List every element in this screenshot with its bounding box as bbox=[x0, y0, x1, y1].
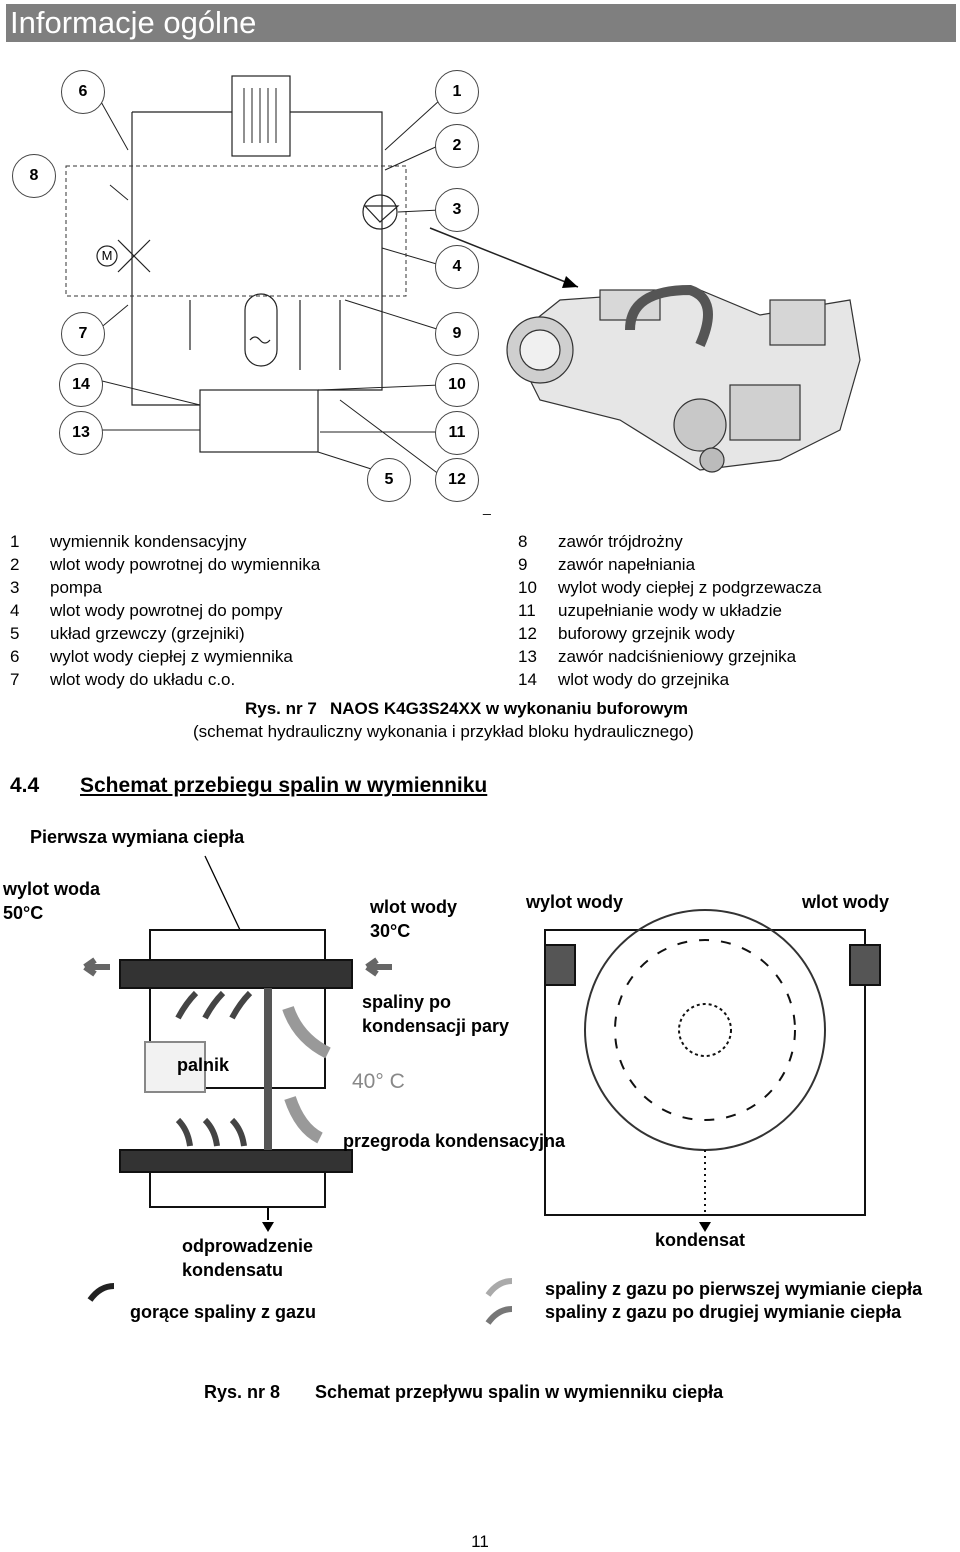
drain-label-line1: odprowadzenie bbox=[182, 1236, 314, 1256]
first-exchange-label: Pierwsza wymiana ciepła bbox=[30, 827, 245, 847]
callout-11: 11 bbox=[435, 411, 479, 455]
exhaust-diagram bbox=[83, 855, 881, 1325]
callout-5: 5 bbox=[367, 458, 411, 502]
outlet-50-label-line2: 50°C bbox=[3, 903, 44, 923]
condensate-label: kondensat bbox=[655, 1230, 746, 1250]
callout-1: 1 bbox=[435, 70, 479, 114]
figure-ref: Rys. nr 8 bbox=[204, 1382, 281, 1402]
flue-label-line2: kondensacji pary bbox=[362, 1016, 510, 1036]
hydraulic-schematic: _ bbox=[65, 75, 861, 515]
baffle-label: przegroda kondensacyjna bbox=[343, 1131, 566, 1151]
svg-text:_: _ bbox=[482, 499, 491, 515]
after-first-label: spaliny z gazu po pierwszej wymianie cie… bbox=[545, 1279, 923, 1299]
page-number: 11 bbox=[471, 1532, 489, 1551]
figure-title: Schemat przepływu spalin w wymienniku ci… bbox=[315, 1382, 724, 1402]
callout-3: 3 bbox=[435, 188, 479, 232]
page-header: Informacje ogólne bbox=[6, 4, 956, 42]
hydraulic-block-photo bbox=[506, 284, 861, 473]
figure-ref: Rys. nr 7 bbox=[245, 699, 317, 718]
callout-4: 4 bbox=[435, 245, 479, 289]
hot-gas-label: gorące spaliny z gazu bbox=[130, 1302, 317, 1322]
callout-14: 14 bbox=[59, 363, 103, 407]
flue-label-line1: spaliny po bbox=[362, 992, 452, 1012]
callout-7: 7 bbox=[61, 312, 105, 356]
callout-2: 2 bbox=[435, 124, 479, 168]
callout-13: 13 bbox=[59, 411, 103, 455]
callout-8: 8 bbox=[12, 154, 56, 198]
outlet-50-label-line1: wylot woda bbox=[3, 879, 101, 899]
inlet-30-label-line2: 30°C bbox=[370, 921, 411, 941]
after-second-label: spaliny z gazu po drugiej wymianie ciepł… bbox=[545, 1302, 902, 1322]
figure-subtitle: (schemat hydrauliczny wykonania i przykł… bbox=[193, 722, 694, 741]
callout-9: 9 bbox=[435, 312, 479, 356]
temp-40-label: 40° C bbox=[352, 1070, 405, 1093]
callout-6: 6 bbox=[61, 70, 105, 114]
callout-10: 10 bbox=[435, 363, 479, 407]
inlet-right-label: wlot wody bbox=[802, 892, 889, 912]
outlet-right-label: wylot wody bbox=[526, 892, 624, 912]
pump-motor-label: M bbox=[101, 248, 113, 263]
drain-label-line2: kondensatu bbox=[182, 1260, 284, 1280]
figure-title: NAOS K4G3S24XX w wykonaniu buforowym bbox=[330, 699, 689, 718]
callout-12: 12 bbox=[435, 458, 479, 502]
burner-label: palnik bbox=[177, 1055, 230, 1075]
inlet-30-label-line1: wlot wody bbox=[370, 897, 457, 917]
